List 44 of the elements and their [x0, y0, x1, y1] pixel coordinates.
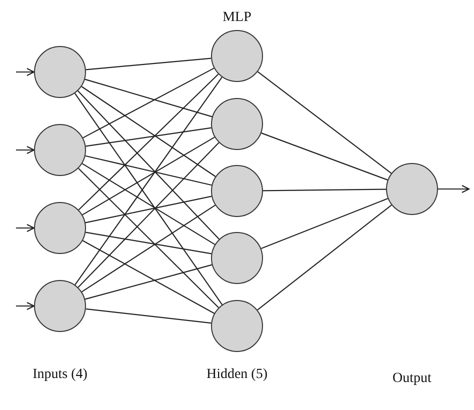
connection-line [85, 155, 212, 186]
neuron-circle [386, 163, 438, 215]
connection-line [86, 58, 212, 70]
diagram-title: MLP [222, 10, 252, 26]
connection-line [84, 78, 212, 118]
layer-label: Hidden (5) [205, 367, 269, 383]
connection-line [82, 204, 216, 292]
neuron-circle [211, 165, 263, 217]
connection-line [82, 163, 216, 245]
arrow [16, 68, 35, 76]
arrow [438, 184, 470, 194]
arrow [16, 146, 35, 154]
connection-line [257, 71, 392, 174]
connection-line [78, 90, 220, 240]
connection-line [82, 68, 214, 138]
connection-line [82, 240, 215, 314]
connection-line [257, 204, 392, 310]
connection-line [86, 127, 212, 147]
neuron-circle [211, 300, 263, 352]
connection-line [85, 196, 212, 224]
connection-line [81, 86, 216, 177]
connection-line [263, 188, 386, 192]
connection-line [86, 308, 212, 324]
neuron-circle [211, 30, 263, 82]
arrow [16, 302, 35, 310]
connection-line [78, 168, 219, 308]
neuron-circle [34, 280, 86, 332]
neuron-circle [34, 46, 86, 98]
layer-label: Output [392, 371, 432, 387]
arrow [16, 224, 35, 232]
layer-label: Inputs (4) [32, 367, 88, 383]
neuron-circle [211, 232, 263, 284]
connection-line [84, 264, 212, 300]
connection-line [261, 132, 388, 180]
neuron-circle [34, 124, 86, 176]
connection-line [260, 198, 388, 249]
neuron-circle [34, 202, 86, 254]
connection-line [78, 74, 219, 210]
connection-line [82, 136, 215, 216]
connection-line [74, 93, 223, 305]
neuron-circle [211, 98, 263, 150]
connection-line [86, 232, 212, 254]
connection-line [78, 142, 220, 288]
connection-line [74, 76, 222, 286]
